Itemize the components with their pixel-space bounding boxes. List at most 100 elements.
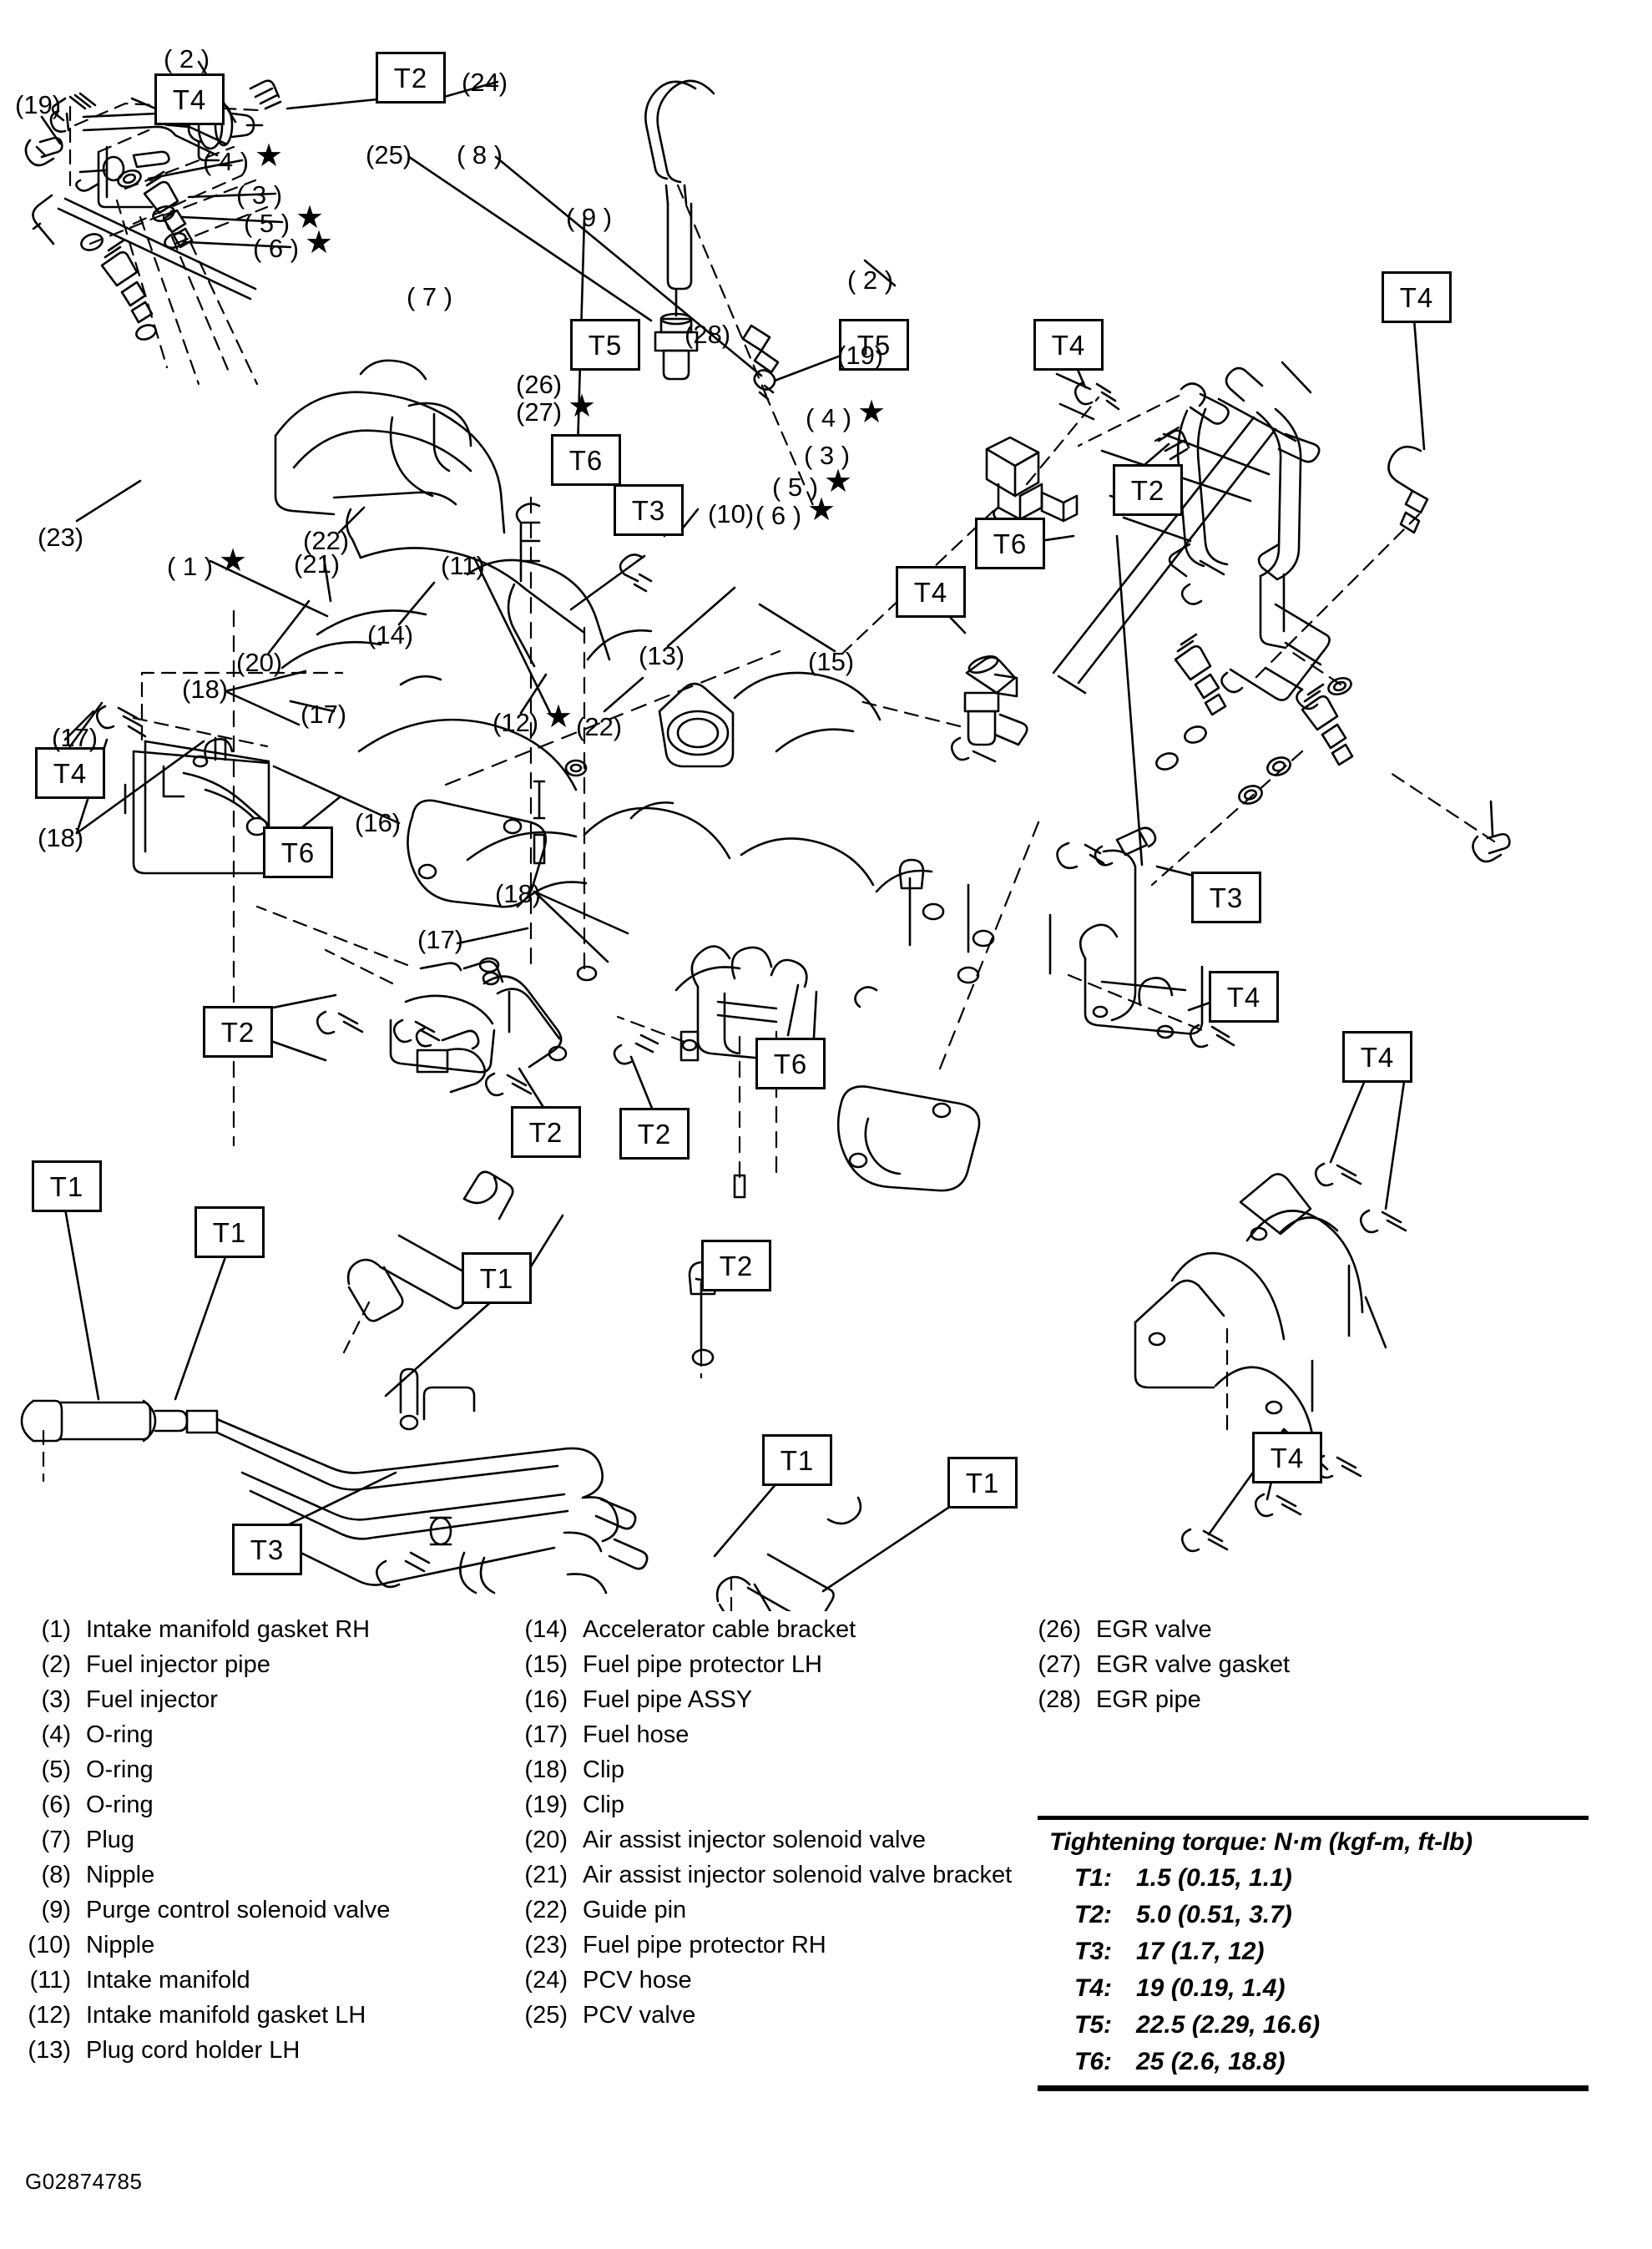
legend-item: (1)Intake manifold gasket RH xyxy=(21,1615,488,1644)
torque-code-box-t1: T1 xyxy=(762,1434,832,1486)
intake-manifold-group xyxy=(232,359,1052,1199)
callout-4: ( 4 ) xyxy=(203,147,250,176)
legend-item-number: (22) xyxy=(524,1897,568,1923)
legend-item-number: (3) xyxy=(41,1686,71,1713)
legend-item-label: Nipple xyxy=(86,1932,155,1958)
legend-item-number: (7) xyxy=(41,1827,71,1853)
callout-18: (18) xyxy=(182,675,229,704)
legend-item: (19)Clip xyxy=(518,1791,1018,1819)
legend-item: (9)Purge control solenoid valve xyxy=(21,1896,488,1924)
legend-item-number: (6) xyxy=(41,1792,71,1818)
legend-item-number: (11) xyxy=(29,1967,71,1994)
legend-item-label: EGR valve xyxy=(1096,1616,1212,1643)
callout-19: (19) xyxy=(15,90,62,119)
torque-table-bottom-rule xyxy=(1038,2085,1589,2091)
torque-row-t3: T3:17 (1.7, 12) xyxy=(1038,1933,1589,1970)
torque-code-box-t4: T4 xyxy=(1033,319,1104,371)
parts-legend: (1)Intake manifold gasket RH(2)Fuel inje… xyxy=(0,1615,1652,2083)
egr-valve-group xyxy=(858,654,1028,763)
legend-item: (16)Fuel pipe ASSY xyxy=(518,1685,1018,1714)
callout-25: (25) xyxy=(366,140,412,169)
legend-item-label: EGR pipe xyxy=(1096,1686,1201,1713)
callout-26: (26) xyxy=(516,370,563,399)
torque-table-header: Tightening torque: N·m (kgf-m, ft-lb) xyxy=(1049,1828,1473,1856)
legend-item: (22) Guide pin xyxy=(518,1896,1018,1924)
torque-code: T3: xyxy=(1074,1938,1112,1965)
callout-2: ( 2 ) xyxy=(164,44,210,73)
torque-code: T6: xyxy=(1074,2048,1112,2075)
legend-item-number: (17) xyxy=(524,1721,568,1748)
legend-item-label: Accelerator cable bracket xyxy=(583,1616,856,1643)
figure-code: G02874785 xyxy=(25,2169,143,2194)
callout-15: (15) xyxy=(808,647,855,676)
torque-value: 22.5 (2.29, 16.6) xyxy=(1136,2011,1321,2039)
legend-item: (25)PCV valve xyxy=(518,2001,1018,2029)
callout-10: (10) xyxy=(708,499,755,528)
legend-item-number: (19) xyxy=(524,1792,568,1818)
callout-20: (20) xyxy=(236,648,283,677)
torque-table-top-rule xyxy=(1038,1816,1589,1820)
legend-item-number: (21) xyxy=(524,1862,568,1888)
callout-17: (17) xyxy=(52,723,99,752)
legend-item-label: Intake manifold gasket RH xyxy=(86,1616,371,1643)
torque-code: T2: xyxy=(1074,1901,1112,1928)
protector-lh-group xyxy=(1134,1162,1407,1553)
legend-item-number: (14) xyxy=(524,1616,568,1643)
torque-code: T1: xyxy=(1074,1864,1112,1892)
torque-code-box-t4: T4 xyxy=(1342,1031,1412,1083)
callout-5: ( 5 ) xyxy=(244,209,290,238)
callout-21: (21) xyxy=(294,549,341,579)
torque-value: 25 (2.6, 18.8) xyxy=(1136,2048,1286,2075)
legend-column-3: (26)EGR valve(27)EGR valve gasket(28)EGR… xyxy=(1031,1615,1498,1721)
legend-item-number: (9) xyxy=(41,1897,71,1923)
torque-code-box-t4: T4 xyxy=(896,566,966,618)
torque-code-box-t1: T1 xyxy=(947,1457,1018,1509)
legend-item-number: (25) xyxy=(524,2002,568,2029)
legend-item-label: Fuel pipe protector LH xyxy=(583,1651,822,1678)
legend-item-number: (26) xyxy=(1038,1616,1081,1643)
legend-item-number: (16) xyxy=(524,1686,568,1713)
callout-11: (11) xyxy=(441,551,485,580)
legend-item-label: Fuel injector pipe xyxy=(86,1651,270,1678)
star-icon: ★ xyxy=(544,700,573,735)
legend-item-label: O-ring xyxy=(86,1721,154,1748)
legend-item: (4)O-ring xyxy=(21,1721,488,1749)
legend-item: (8)Nipple xyxy=(21,1861,488,1889)
torque-code-box-t3: T3 xyxy=(614,484,684,536)
plug-holder-group xyxy=(1067,923,1235,1049)
legend-item-label: Plug cord holder LH xyxy=(86,2037,301,2064)
legend-item-label: Plug xyxy=(86,1827,135,1853)
callout-16: (16) xyxy=(355,808,402,837)
callout-9: ( 9 ) xyxy=(566,203,613,232)
star-icon: ★ xyxy=(296,200,325,235)
torque-value: 1.5 (0.15, 1.1) xyxy=(1136,1864,1292,1892)
callout-6: ( 6 ) xyxy=(253,234,300,263)
legend-item-label: PCV hose xyxy=(583,1967,692,1994)
pcv-group xyxy=(644,79,816,511)
callout-5: ( 5 ) xyxy=(772,473,819,502)
legend-item-number: (23) xyxy=(524,1932,568,1958)
callout-8: ( 8 ) xyxy=(457,140,503,169)
legend-item-number: (8) xyxy=(41,1862,71,1888)
torque-row-t6: T6: 25 (2.6, 18.8) xyxy=(1038,2044,1589,2080)
torque-code-box-t1: T1 xyxy=(195,1206,265,1258)
callout-27: (27) xyxy=(516,397,563,427)
torque-code-box-t2: T2 xyxy=(376,52,446,104)
legend-item-number: (18) xyxy=(524,1756,568,1783)
torque-row-t2: T2: 5.0 (0.51, 3.7) xyxy=(1038,1897,1589,1933)
legend-item-number: (13) xyxy=(28,2037,71,2064)
torque-code-box-t2: T2 xyxy=(701,1240,771,1291)
legend-column-2: (14)Accelerator cable bracket(15)Fuel pi… xyxy=(518,1615,1018,2036)
torque-row-t5: T5:22.5 (2.29, 16.6) xyxy=(1038,2007,1589,2044)
callout-17: (17) xyxy=(417,925,464,954)
callout-18: (18) xyxy=(495,879,542,908)
callout-6: ( 6 ) xyxy=(755,501,802,530)
callout-2: ( 2 ) xyxy=(847,265,894,295)
torque-value: 5.0 (0.51, 3.7) xyxy=(1136,1901,1292,1928)
legend-item-label: Clip xyxy=(583,1756,624,1783)
legend-item-label: Guide pin xyxy=(583,1897,687,1923)
torque-code-box-t2: T2 xyxy=(203,1006,273,1058)
protector-rh-group xyxy=(95,671,344,875)
torque-code-box-t3: T3 xyxy=(232,1524,302,1575)
legend-item-number: (27) xyxy=(1038,1651,1081,1678)
